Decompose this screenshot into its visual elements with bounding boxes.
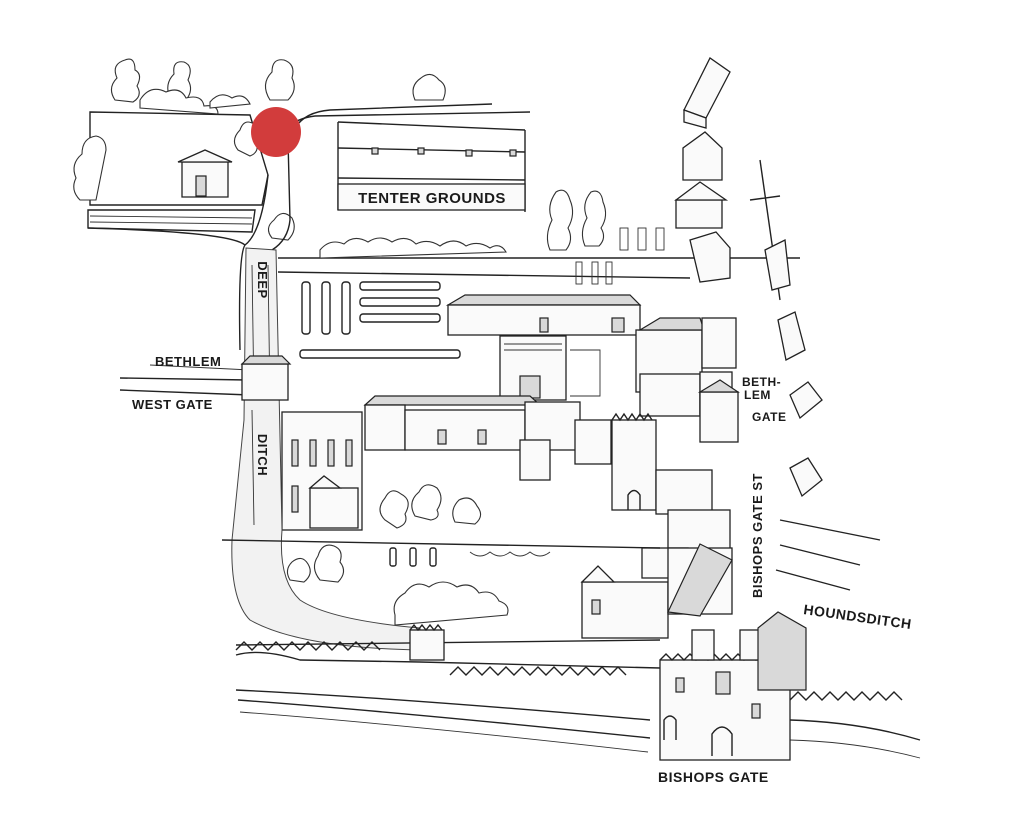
- tenter-frames: [299, 281, 551, 567]
- location-marker[interactable]: [251, 107, 301, 157]
- tree-row-middle: [319, 189, 607, 259]
- bishops-gate-label: BISHOPS GATE: [658, 769, 769, 785]
- central-building-row: [363, 395, 612, 481]
- houndsditch-label: HOUNDSDITCH: [803, 601, 913, 632]
- courtyard-trees: [286, 484, 509, 626]
- tenter-grounds-label: TENTER GROUNDS: [358, 190, 506, 207]
- deep-label: DEEP: [255, 261, 270, 298]
- south-buildings: [580, 543, 733, 639]
- deep-ditch: DEEP DITCH: [231, 247, 421, 651]
- bethlem-gate-label-line2: LEM: [744, 388, 771, 402]
- bethlem-gate-label-line3: GATE: [752, 410, 786, 424]
- bishops-gate-street-label: BISHOPS GATE ST: [750, 473, 765, 598]
- bethlem-label: BETHLEM: [155, 354, 221, 369]
- bethlem-gate-label-line1: BETH-: [742, 375, 781, 389]
- tenter-grounds-area: TENTER GROUNDS: [337, 121, 526, 212]
- west-gate-label: WEST GATE: [132, 397, 213, 412]
- city-wall: [221, 519, 921, 759]
- houses-right-top: [575, 57, 823, 498]
- bishops-gate-building: [659, 611, 807, 761]
- bethlem-hospital-buildings: [445, 294, 740, 443]
- ditch-label: DITCH: [255, 434, 270, 476]
- map-labels: BETHLEM WEST GATE BETH- LEM GATE BISHOPS…: [132, 354, 913, 785]
- church-towers: [611, 412, 731, 579]
- west-hall-building: [281, 411, 363, 531]
